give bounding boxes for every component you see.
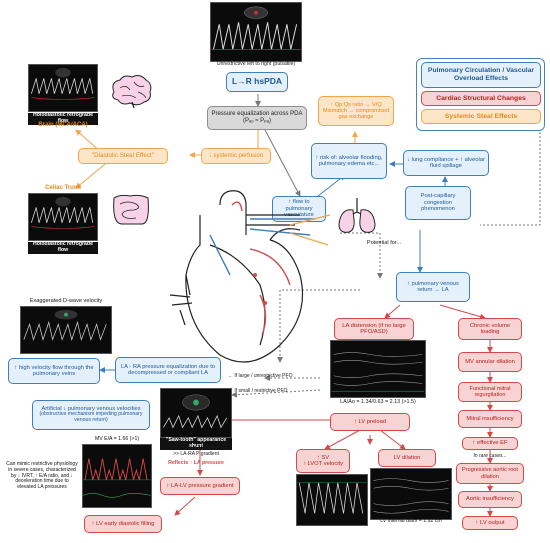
top-scan-caption: Unrestrictive left to right (pulsatile) [216,61,296,67]
systemic-perfusion-box: ↓ systemic perfusion [201,148,271,164]
celiac-doppler-scan [28,193,98,241]
celiac-label: Celiac Trunk [45,185,81,191]
potential-text: Potential for... [366,240,402,246]
mv-annular-box: MV annular dilation [458,352,522,372]
pulm-venous-return-box: ↑ pulmonary venous return → LA [396,272,470,302]
exaggerated-d-text: Exaggerated D-wave velocity [29,298,103,304]
heart-diagram [169,190,331,363]
chronic-volume-box: Chronic volume loading [458,318,522,340]
pressure-equalization-box: Pressure equalization across PDA (Pₐₒ ≈ … [207,106,307,130]
lv-output-box: ↑ LV output [462,516,518,530]
if-small-pfo-text: ← If small / restrictive PFO [228,388,288,394]
diastolic-steal-box: "Diastolic Steal Effect" [78,148,168,164]
shunt-stats-text: Velocity = 1.81 m/s >> LA-RA P gradient [173,445,219,457]
lung-compliance-box: ↓ lung compliance + ↑ alveolar fluid spi… [403,150,489,176]
hspda-box: L→R hsPDA [226,72,288,92]
artificial-box: Artificial ↓ pulmonary venous velocities… [32,400,150,430]
lv-mmode-scan [370,468,452,520]
sawtooth-caption: "Saw-tooth" appearance shunt [160,437,232,450]
lv-preload-box: ↑ LV preload [330,413,410,431]
mitral-insuff-box: Mitral insufficiency [458,410,522,428]
celiac-caption: Holodiastolic retrograde flow [28,241,98,254]
effective-ef-box: ↑ effective EF [462,437,518,450]
brain-caption: Holodiastolic retrograde flow [28,112,98,125]
intestine-icon [113,194,149,225]
high-velocity-box: ↑ high velocity flow through the pulmona… [8,358,100,384]
reflects-text: Reflects ↑ LA pressure [168,460,224,466]
la-ra-eq-box: LA - RA pressure equalization due to dec… [115,357,221,383]
sawtooth-doppler-scan [160,388,232,438]
risk-box: ↑ risk of: alveolar flooding, pulmonary … [311,143,387,179]
sv-lvot-box: ↑ SV ↑ LVOT velocity [296,449,350,473]
lvot-doppler-scan [296,474,368,526]
la-ao-mmode-scan [330,340,426,398]
congestion-box: Post-capillary congestion phenomenon [405,186,471,220]
brain-doppler-scan [28,64,98,112]
lv-internal-caption: LV internal diam = 1.92 cm [380,518,442,524]
pulm-vein-doppler-scan [20,306,112,354]
legend-pulmonary: Pulmonary Circulation / Vascular Overloa… [421,62,541,88]
lungs-icon [338,198,376,233]
aortic-insuff-box: Aortic insufficiency [458,491,522,508]
lv-early-box: ↑ LV early diastolic filling [84,515,162,533]
restrictive-note: Can mimic restrictive physiology in seve… [6,461,78,490]
functional-mitral-box: Functional mitral regurgitation [458,382,522,402]
aortic-root-box: Progressive aortic root dilation [456,463,524,484]
legend-systemic: Systemic Steal Effects [421,109,541,124]
la-distension-box: LA distension (if no large PFO/ASD) [334,318,414,340]
artificial-title: Artificial ↓ pulmonary venous velocities [41,405,141,412]
rare-cases-text: In rare cases... [473,453,507,459]
legend-cardiac: Cardiac Structural Changes [421,91,541,106]
qpqs-box: ↑ Qp:Qs ratio → V/Q Mismatch → compromis… [318,96,394,126]
top-doppler-scan [210,2,302,62]
mv-ea-text: MV E/A = 1.66 (>1) [94,436,140,442]
artificial-sub: (obstructive mechanism impeding pulmonar… [39,411,143,424]
brain-label: Brain (MCA/ACA) [38,122,88,128]
if-large-pfo-text: ← If large / unrestrictive PFO [228,373,293,379]
lv-dilation-box: LV dilation [378,449,436,467]
la-ao-caption: LA/Ao = 1.34/0.63 = 2.13 (>1.5) [340,399,416,405]
mv-doppler-scan [82,444,152,508]
brain-icon [112,75,152,108]
la-lv-gradient-box: ↑ LA-LV pressure gradient [160,477,240,495]
